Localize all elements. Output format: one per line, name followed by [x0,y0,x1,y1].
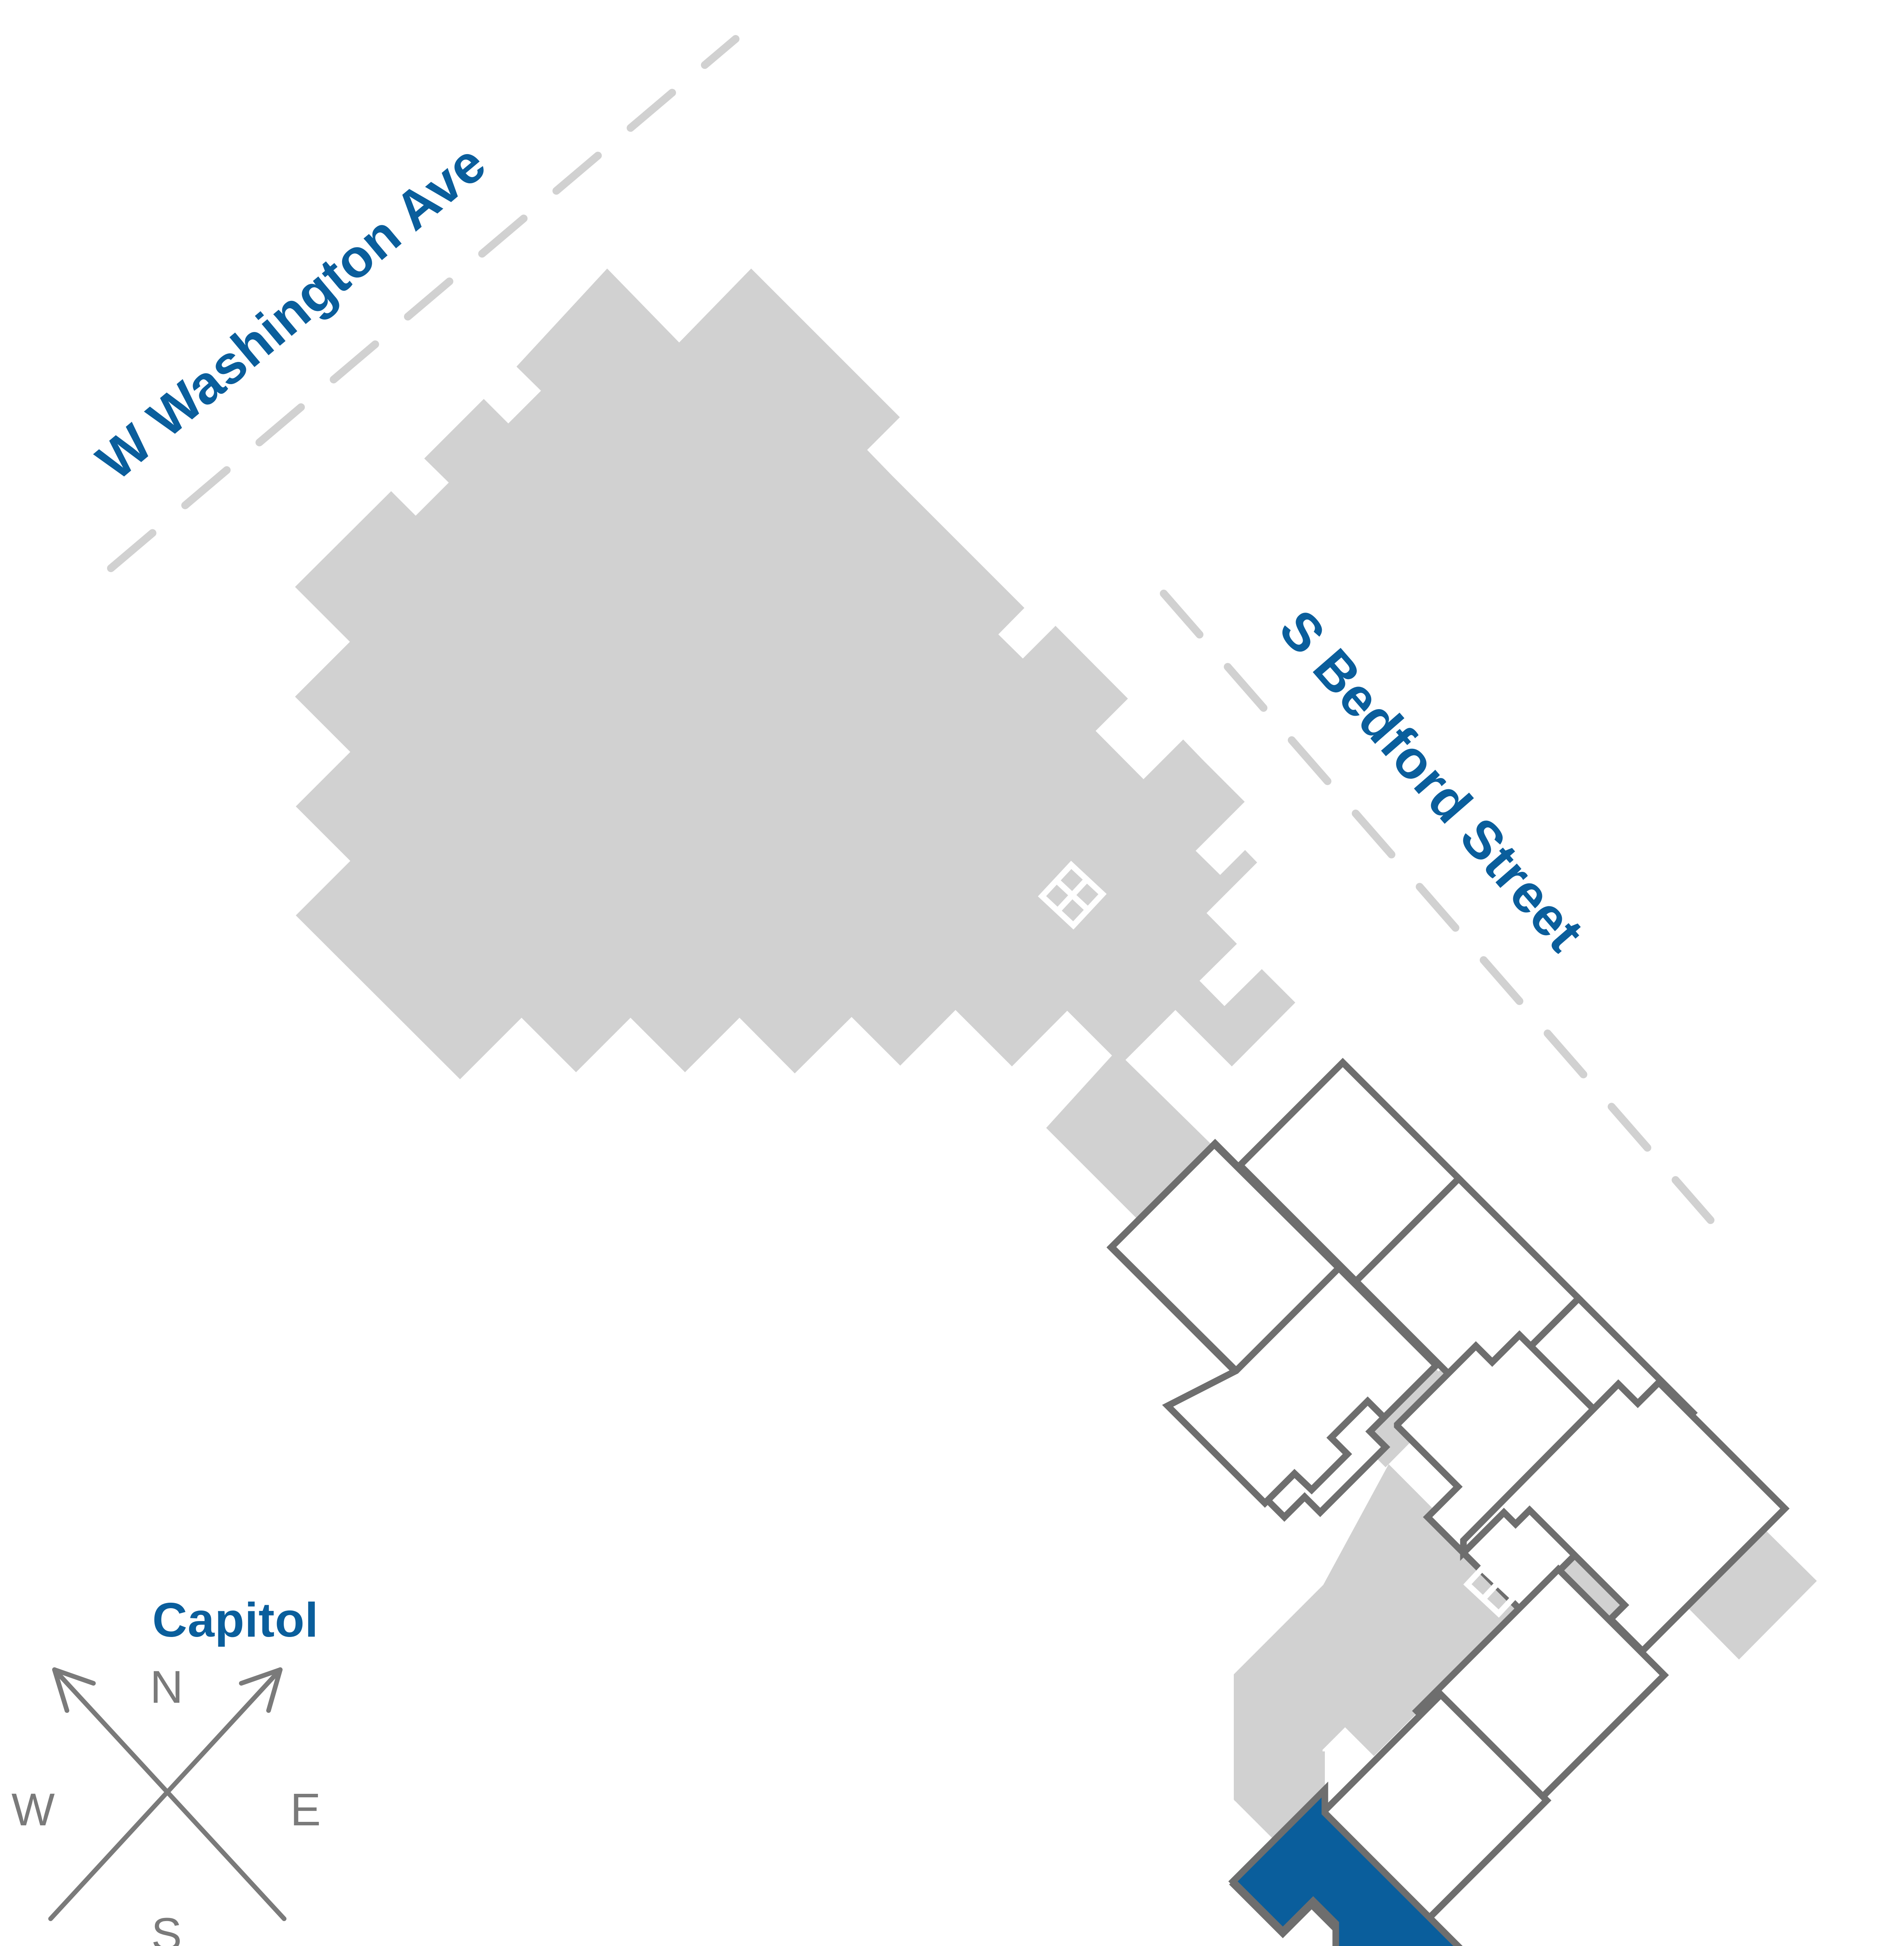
compass-label-e: E [290,1784,321,1835]
highlighted-store-unit-shape[interactable] [1228,1781,1533,1946]
street-centerlines-layer [107,35,1714,1224]
compass-label-n: N [150,1661,183,1713]
compass-rose: N E S W [11,1661,321,1946]
compass-nw-arrowhead [52,1667,96,1713]
s-bedford-street-line [1160,590,1714,1224]
upper-plaza-area [295,269,1295,1079]
capitol-label: Capitol [152,1593,318,1647]
compass-label-s: S [151,1909,182,1946]
highlighted-unit-layer [1228,1781,1533,1946]
compass-ne-axis [48,1667,283,1921]
compass-label-w: W [11,1784,54,1835]
compass-ne-arrowhead [239,1667,283,1713]
w-washington-ave-line [107,35,739,572]
compass-nw-axis [52,1667,286,1921]
